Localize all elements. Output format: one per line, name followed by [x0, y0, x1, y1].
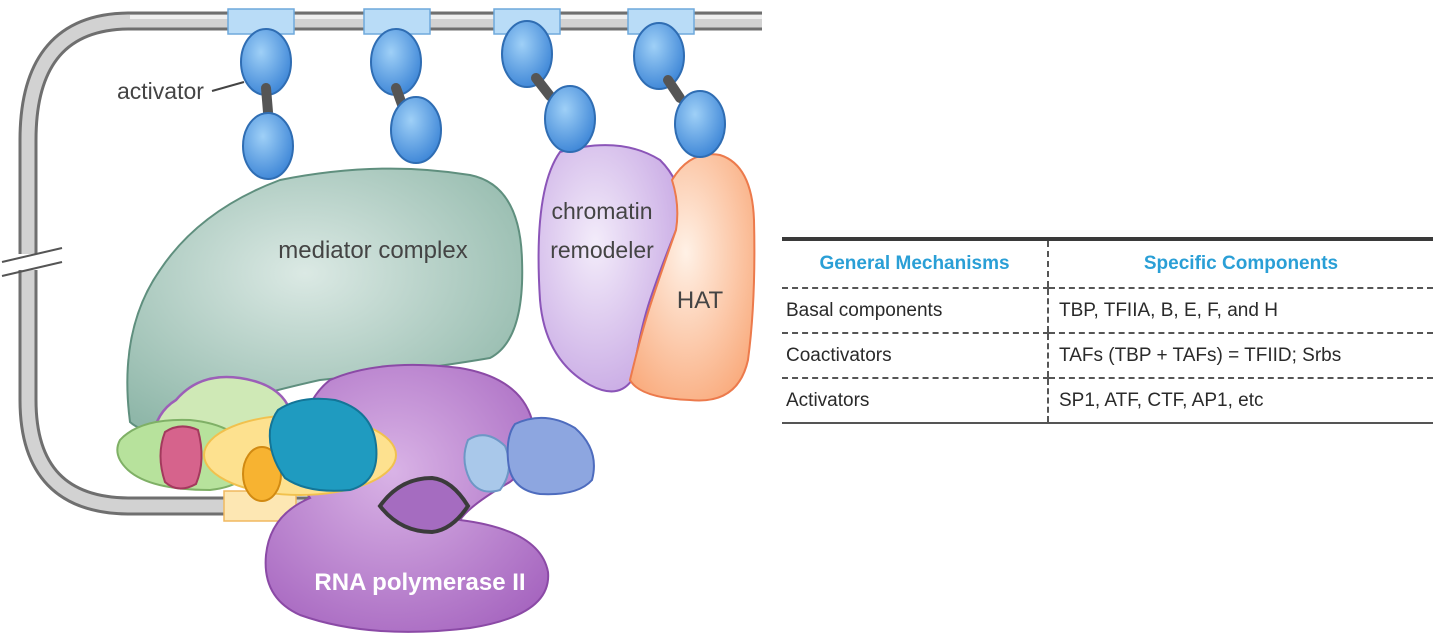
table-row: Coactivators TAFs (TBP + TAFs) = TFIID; …	[782, 333, 1433, 379]
table-cell: TAFs (TBP + TAFs) = TFIID; Srbs	[1047, 333, 1433, 379]
table-row: Basal components TBP, TFIIA, B, E, F, an…	[782, 288, 1433, 334]
activator-activation-domain	[544, 85, 596, 153]
hat-enzyme	[628, 153, 756, 402]
transcription-diagram: mediator complex chromatin remodeler HAT…	[1, 8, 777, 633]
header-specific-components: Specific Components	[1047, 239, 1433, 289]
table-cell: Activators	[782, 378, 1048, 424]
activator-activation-domain	[674, 90, 726, 158]
table-cell: Basal components	[782, 288, 1048, 334]
header-general-mechanisms: General Mechanisms	[782, 239, 1048, 289]
transcription-bubble	[377, 475, 471, 535]
mechanisms-table: General Mechanisms Specific Components B…	[782, 237, 1433, 424]
activator-dna-binding-domain	[501, 20, 553, 88]
general-transcription-factors	[116, 375, 397, 502]
activator-activation-domain	[242, 112, 294, 180]
table-header-row: General Mechanisms Specific Components	[782, 239, 1433, 289]
activators	[240, 20, 726, 180]
remodeler-label-line2: remodeler	[550, 237, 654, 263]
tfiia	[159, 425, 203, 490]
mediator-label: mediator complex	[278, 237, 467, 264]
activator-activation-domain	[390, 96, 442, 164]
dna-break	[6, 254, 56, 270]
polymerase-label: RNA polymerase II	[314, 569, 525, 596]
downstream-factors	[463, 416, 595, 496]
activator-dna-binding-domain	[633, 22, 685, 90]
activator-leader-line	[211, 81, 245, 92]
remodeler-label-line1: chromatin	[552, 198, 653, 224]
table-row: Activators SP1, ATF, CTF, AP1, etc	[782, 378, 1433, 424]
activator-label: activator	[117, 78, 204, 104]
table-cell: SP1, ATF, CTF, AP1, etc	[1047, 378, 1433, 424]
hat-label: HAT	[677, 287, 724, 314]
tfiif	[268, 397, 378, 492]
table-cell: Coactivators	[782, 333, 1048, 379]
table-cell: TBP, TFIIA, B, E, F, and H	[1047, 288, 1433, 334]
